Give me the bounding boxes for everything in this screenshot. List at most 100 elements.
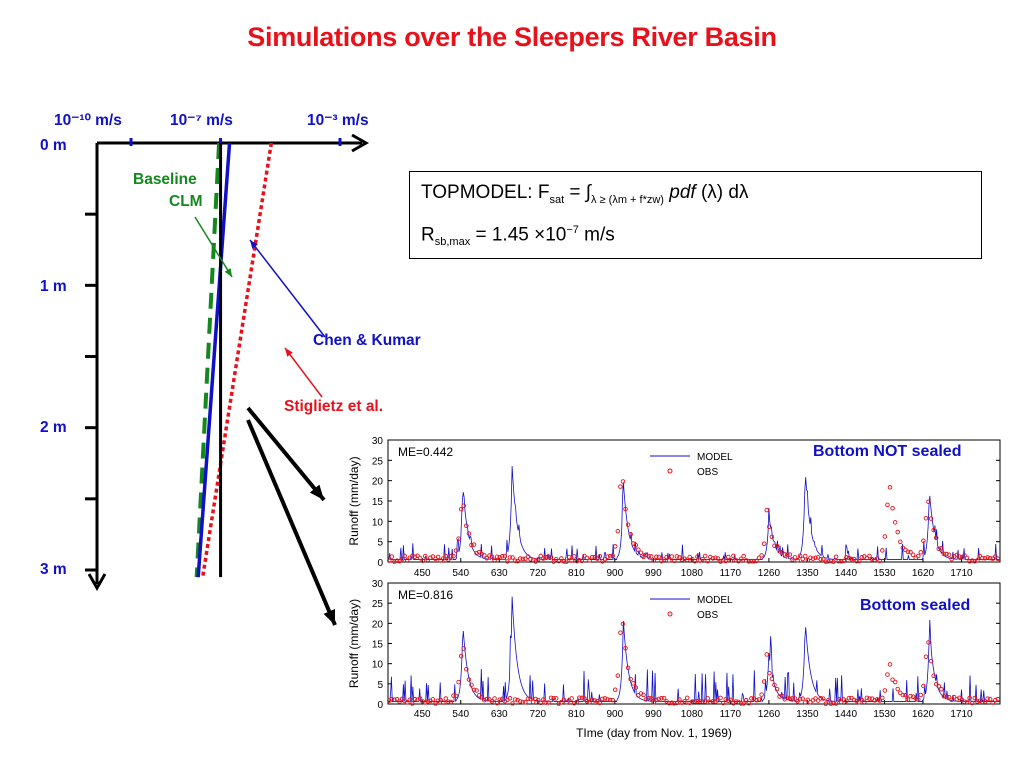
obs-point [867,696,872,701]
obs-point [520,556,526,562]
obs-point [828,701,834,706]
obs-point [972,559,977,564]
pointer-arrow-not-sealed-head [309,484,324,500]
obs-point [923,654,929,660]
obs-point [646,695,651,701]
obs-point [941,694,947,699]
x-tick-label: 1080 [681,709,704,720]
obs-point [474,688,479,693]
obs-point [448,554,454,559]
obs-point [510,555,515,560]
obs-point [656,696,662,702]
label-chen-kumar: Chen & Kumar [313,332,421,349]
obs-point [774,686,780,692]
obs-point [823,701,829,706]
obs-point [461,646,467,651]
obs-point [422,553,428,559]
obs-point [905,697,911,702]
obs-point [584,555,590,561]
obs-point [803,700,808,705]
x-tick-label: 1710 [950,568,973,579]
x-tick-label: 1260 [758,709,781,720]
x-tick-label: 450 [414,568,431,579]
obs-point [641,692,646,698]
obs-point [931,527,936,533]
obs-point [769,534,775,540]
obs-point [964,555,970,561]
obs-point [808,555,813,560]
label-baseline: Baseline [133,171,197,188]
obs-point [469,542,474,548]
obs-point [892,679,898,685]
obs-point [772,543,777,548]
obs-point [579,695,585,701]
obs-point [458,653,464,659]
formula-rsb: Rsb,max = 1.45 ×10−7 m/s [421,224,615,248]
y-tick-label-3m: 3 m [40,561,67,578]
obs-point [610,553,615,559]
obs-point [420,558,425,564]
obs-point [792,696,798,701]
obs-point [731,553,736,559]
obs-point [895,529,900,535]
obs-point [777,694,782,699]
x-tick-label: 630 [491,709,508,720]
obs-point [831,559,836,565]
obs-point [725,698,731,703]
formula-text: m/s [578,224,615,246]
obs-point [710,699,716,704]
obs-point [880,548,885,553]
obs-point [430,697,436,702]
series-line-baseline-clm [194,142,222,578]
x-tick-label-text: 10⁻⁷ m/s [170,112,233,129]
obs-point [505,559,510,564]
obs-point [595,556,600,561]
obs-point [856,558,862,564]
x-tick-label: 1350 [796,709,819,720]
obs-point [646,554,651,559]
obs-point [623,646,628,651]
obs-point [774,543,780,549]
y-tick-label-1m: 1 m [40,278,67,295]
obs-point [759,553,764,558]
obs-point [440,700,446,705]
y-tick-label: 15 [372,640,384,651]
obs-point [700,556,705,562]
panel-label-sealed: Bottom sealed [858,597,973,615]
obs-point [761,541,767,547]
obs-point [885,502,890,508]
obs-point [813,555,818,561]
obs-point [623,506,628,512]
obs-point [438,697,443,703]
obs-point [828,558,834,564]
obs-point [805,557,811,563]
obs-point [720,700,726,706]
obs-point [628,676,633,682]
obs-point [887,485,893,490]
obs-point [749,696,754,701]
x-tick-label-text: 10⁻¹⁰ m/s [54,112,122,129]
label-clm: CLM [169,193,203,210]
obs-point [574,558,579,564]
obs-point [633,542,639,548]
obs-point [743,558,749,563]
obs-point [836,559,841,564]
y-tick-label: 0 [377,700,383,711]
obs-point [397,558,402,564]
obs-point [751,559,757,564]
obs-point [417,696,423,701]
obs-point [589,697,595,702]
obs-point [792,555,798,560]
obs-point [990,556,995,561]
obs-point [443,553,449,559]
obs-point [618,484,623,489]
obs-point [908,549,913,555]
obs-point [464,523,469,529]
obs-point [820,556,826,562]
x-tick-label: 990 [645,709,662,720]
obs-point [764,652,770,657]
obs-point [756,555,762,561]
obs-point [592,698,597,703]
obs-point [587,558,592,563]
obs-point [882,534,888,539]
